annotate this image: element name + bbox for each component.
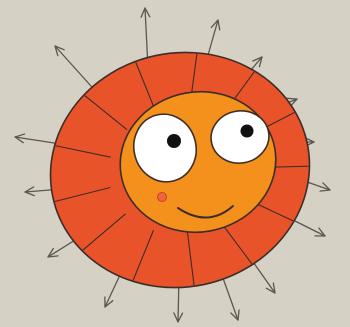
- arrow-head-icon: [48, 249, 58, 257]
- left-pupil: [167, 134, 181, 148]
- right-pupil: [241, 125, 254, 138]
- cheek-blush: [158, 193, 167, 202]
